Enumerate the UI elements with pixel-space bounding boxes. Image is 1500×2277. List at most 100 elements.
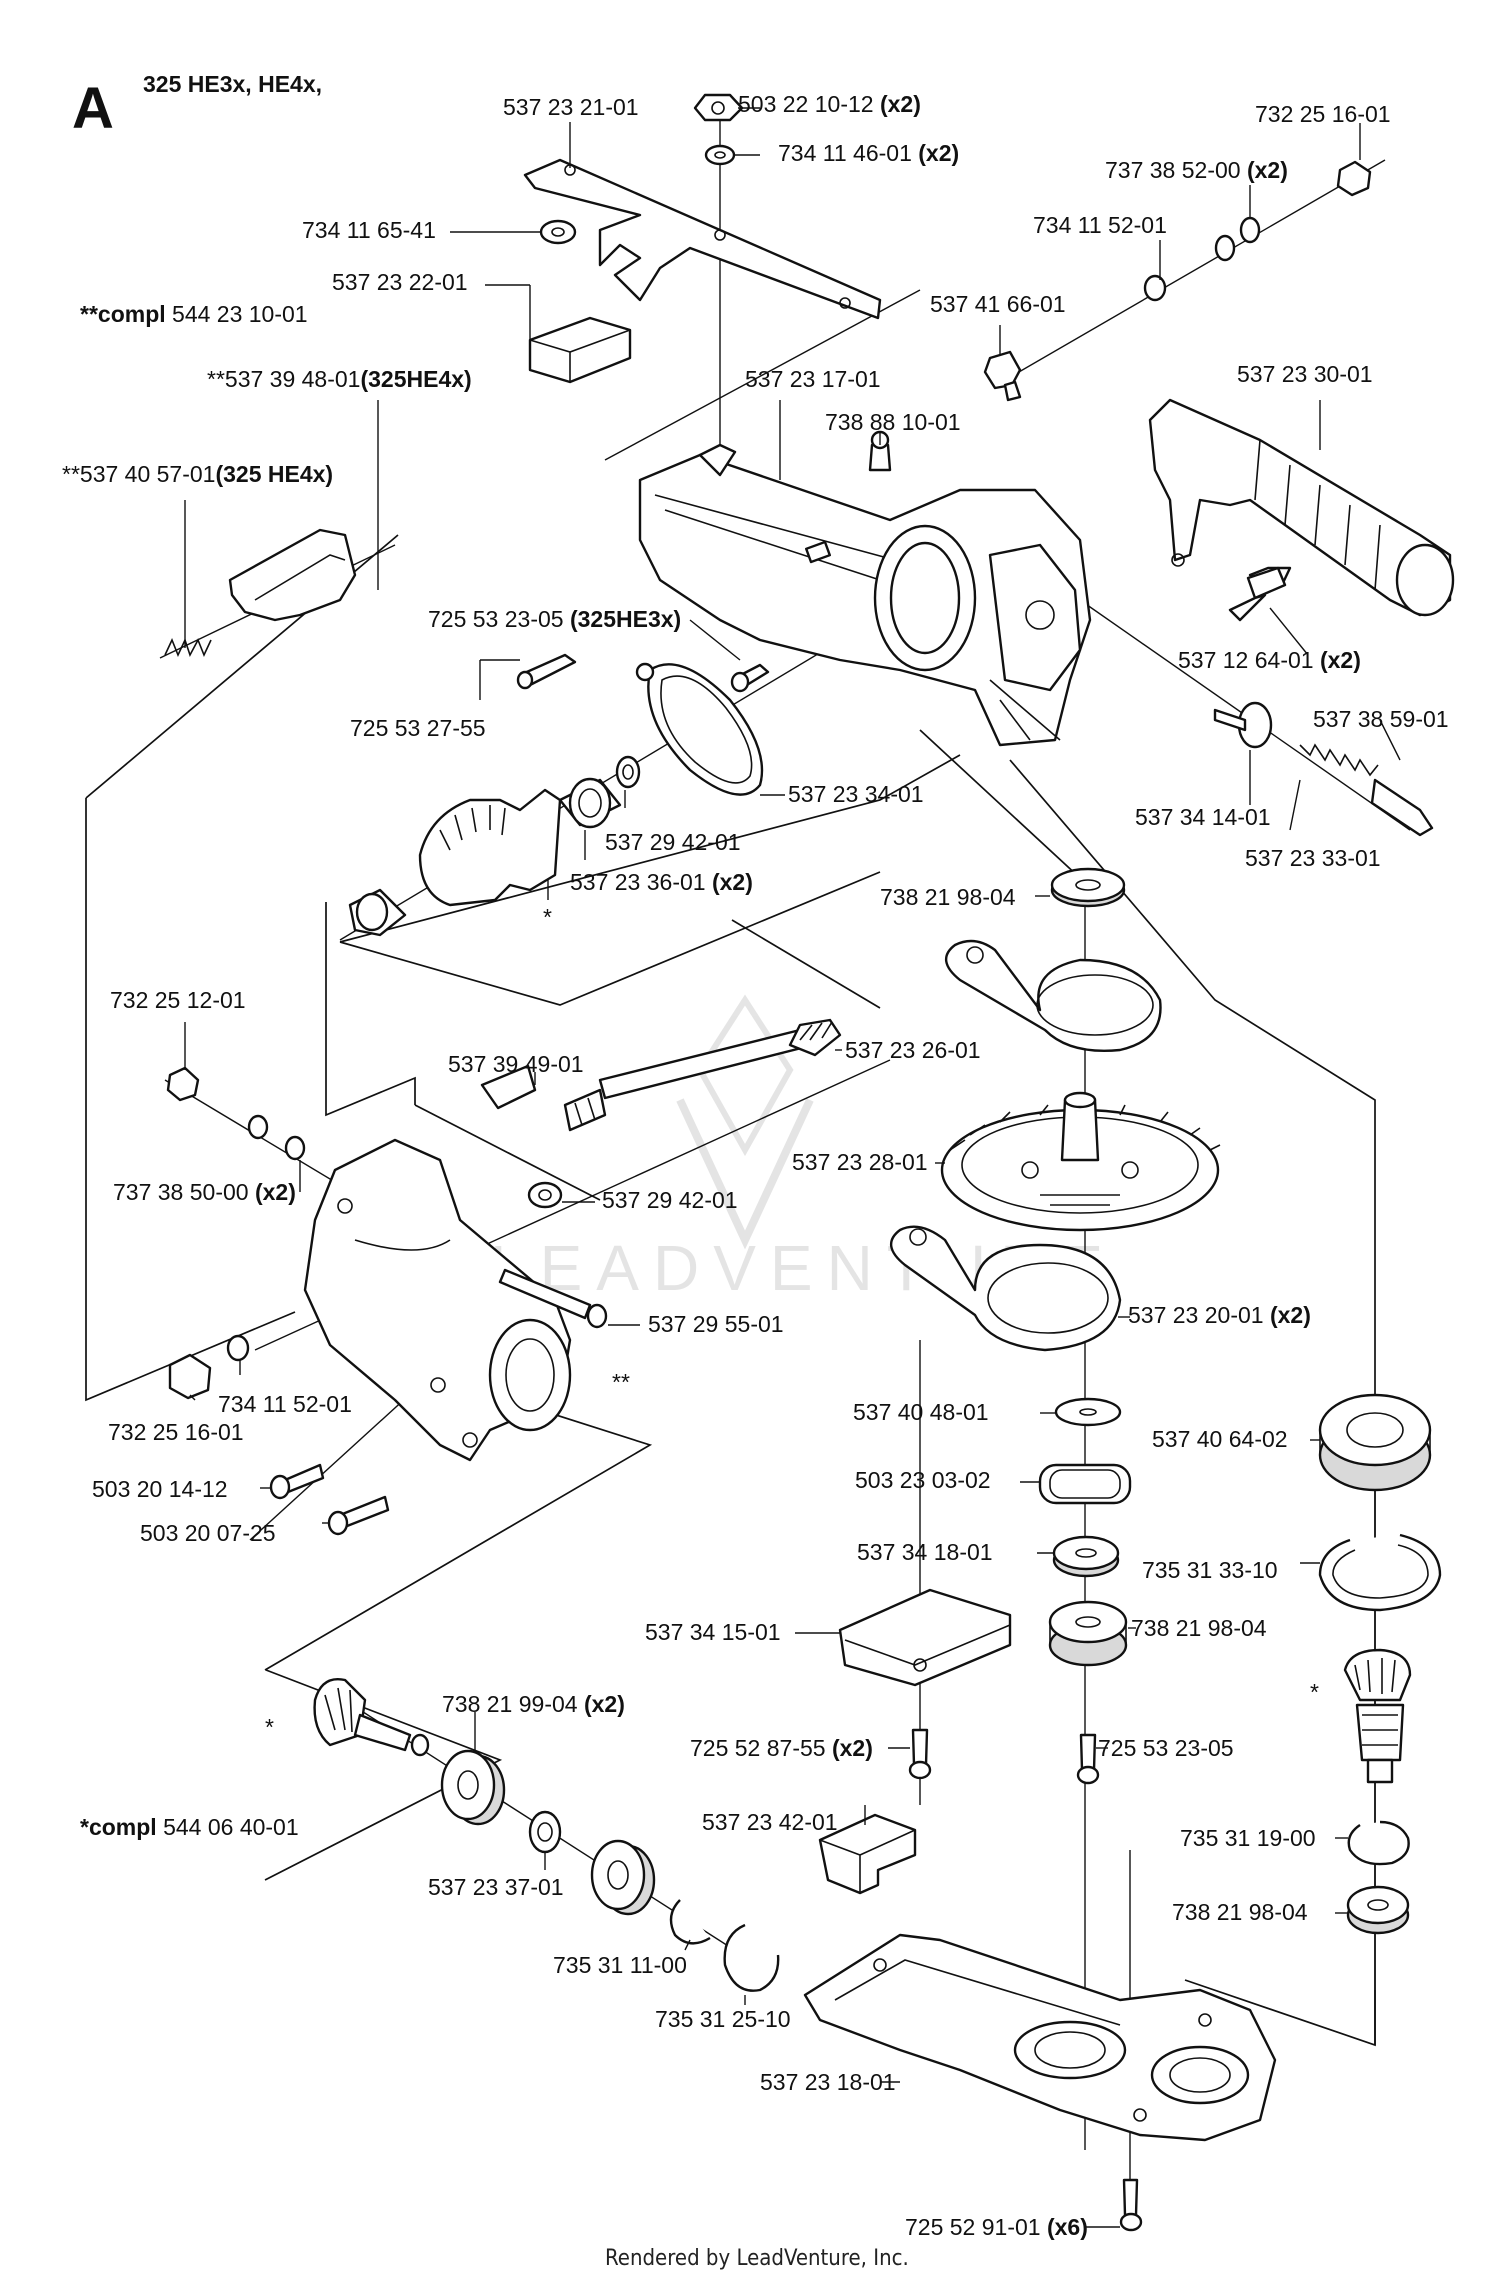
star-mark-pinion-right: * [1310,1679,1319,1705]
label-735-31-25-10: 735 31 25-10 [655,2006,791,2032]
label-537-23-20-01: 537 23 20-01 (x2) [1128,1302,1311,1328]
label-segment: (x2) [1247,157,1288,183]
label-segment: 732 25 16-01 [1255,101,1391,127]
top-bracket [523,158,882,320]
label-segment: (x2) [880,91,921,117]
label-735-31-33-10: 735 31 33-10 [1142,1557,1278,1583]
label-732-25-16-01-bottom: 732 25 16-01 [108,1419,244,1445]
label-537-40-57-01: **537 40 57-01(325 HE4x) [62,461,333,487]
label-537-23-28-01: 537 23 28-01 [792,1149,928,1175]
washer-537-40-48-01 [1054,1397,1122,1427]
circlip-735-31-33-10 [1318,1533,1442,1612]
bolt-503-20-07-25 [327,1495,390,1536]
label-segment: 537 23 30-01 [1237,361,1373,387]
label-segment: 537 39 49-01 [448,1051,584,1077]
circlip-735-31-25-10 [723,1923,780,1992]
label-735-31-19-00: 735 31 19-00 [1180,1825,1316,1851]
clamp-housing [303,1138,572,1462]
label-segment: (325HE3x) [570,606,681,632]
label-734-11-65-41: 734 11 65-41 [302,217,436,243]
right-nut-washers [1143,160,1372,302]
screw-725-53-23-05-a [730,663,770,693]
star-mark-pinion-left: * [265,1714,274,1740]
block-537-23-42-01 [818,1813,917,1895]
label-segment: 503 20 14-12 [92,1476,228,1502]
label-537-23-33-01: 537 23 33-01 [1245,845,1381,871]
label-segment: 537 40 48-01 [853,1399,989,1425]
bearing-738-21-98-04-a [1050,867,1126,908]
label-segment: 734 11 52-01 [218,1391,352,1417]
label-537-23-37-01: 537 23 37-01 [428,1874,564,1900]
label-segment: 537 23 26-01 [845,1037,981,1063]
handle [1148,398,1455,617]
label-segment: 725 53 23-05 [1098,1735,1234,1761]
label-537-29-55-01: 537 29 55-01 [648,1311,784,1337]
label-738-21-99-04: 738 21 99-04 (x2) [442,1691,625,1717]
label-segment: 537 12 64-01 [1178,647,1320,673]
label-738-21-98-04-b: 738 21 98-04 [1131,1615,1267,1641]
label-537-12-64-01: 537 12 64-01 (x2) [1178,647,1361,673]
gasket-upper [635,662,764,796]
label-537-23-18-01: 537 23 18-01 [760,2069,896,2095]
double-star-mark-housing: ** [612,1369,630,1395]
shaft-key [480,1064,537,1110]
label-503-22-10-12: 503 22 10-12 (x2) [738,91,921,117]
plug-537-39-48-01 [228,528,357,622]
label-734-11-52-01-top: 734 11 52-01 [1033,212,1167,238]
label-segment: 537 23 20-01 [1128,1302,1270,1328]
label-537-40-48-01: 537 40 48-01 [853,1399,989,1425]
label-segment: 732 25 12-01 [110,987,246,1013]
label-segment: 738 21 98-04 [880,884,1016,910]
spring-pin-assembly [1213,701,1434,837]
label-537-29-42-01-b: 537 29 42-01 [602,1187,738,1213]
label-segment: 537 23 28-01 [792,1149,928,1175]
label-732-25-12-01: 732 25 12-01 [110,987,246,1013]
label-segment: 537 29 42-01 [605,829,741,855]
label-segment: (325 HE4x) [215,461,333,487]
nut-732-25-12-01 [166,1066,306,1161]
label-725-52-87-55: 725 52 87-55 (x2) [690,1735,873,1761]
label-segment: 503 23 03-02 [855,1467,991,1493]
label-segment: 734 11 46-01 [778,140,918,166]
washer-537-29-42-01-b [527,1181,563,1209]
bearing-537-40-64-02 [1318,1393,1432,1492]
label-segment: 537 29 55-01 [648,1311,784,1337]
label-segment: 537 23 17-01 [745,366,881,392]
label-segment: (x2) [255,1179,296,1205]
label-segment: (x2) [1270,1302,1311,1328]
label-segment: 734 11 52-01 [1033,212,1167,238]
label-737-38-50-00: 737 38 50-00 (x2) [113,1179,296,1205]
bearing-738-21-99-04-second [590,1839,656,1916]
models-title: 325 HE3x, HE4x, [143,71,322,97]
label-segment: (x2) [918,140,959,166]
label-segment: 725 53 23-05 [428,606,570,632]
label-segment: *compl [80,1814,163,1840]
label-segment: 537 23 42-01 [702,1809,838,1835]
main-housing [638,443,1092,747]
label-segment: 537 23 34-01 [788,781,924,807]
label-503-23-03-02: 503 23 03-02 [855,1467,991,1493]
section-letter: A [72,76,114,141]
label-segment: (325HE4x) [360,366,471,392]
long-bolt [498,1268,608,1329]
part-labels: 503 22 10-12 (x2) 537 23 21-01 734 11 46… [62,91,1449,2240]
bracket-537-34-15-01 [838,1588,1012,1687]
handle-screw [1228,566,1292,622]
label-segment: 537 23 21-01 [503,94,639,120]
label-segment: **compl [80,301,172,327]
label-segment: 537 40 64-02 [1152,1426,1288,1452]
label-537-29-42-01-a: 537 29 42-01 [605,829,741,855]
label-537-23-36-01: 537 23 36-01 (x2) [570,869,753,895]
bearing-738-21-99-04 [440,1749,506,1826]
label-segment: 537 23 36-01 [570,869,712,895]
label-segment: 544 23 10-01 [172,301,308,327]
label-segment: 738 21 98-04 [1172,1899,1308,1925]
screw-725-52-91-01 [1119,2178,1143,2232]
label-503-20-14-12: 503 20 14-12 [92,1476,228,1502]
label-segment: 537 38 59-01 [1313,706,1449,732]
washer-537-34-18-01 [1052,1535,1120,1578]
label-725-52-91-01: 725 52 91-01 (x6) [905,2214,1088,2240]
label-737-38-52-00: 737 38 52-00 (x2) [1105,157,1288,183]
label-segment: 735 31 33-10 [1142,1557,1278,1583]
label-segment: 732 25 16-01 [108,1419,244,1445]
